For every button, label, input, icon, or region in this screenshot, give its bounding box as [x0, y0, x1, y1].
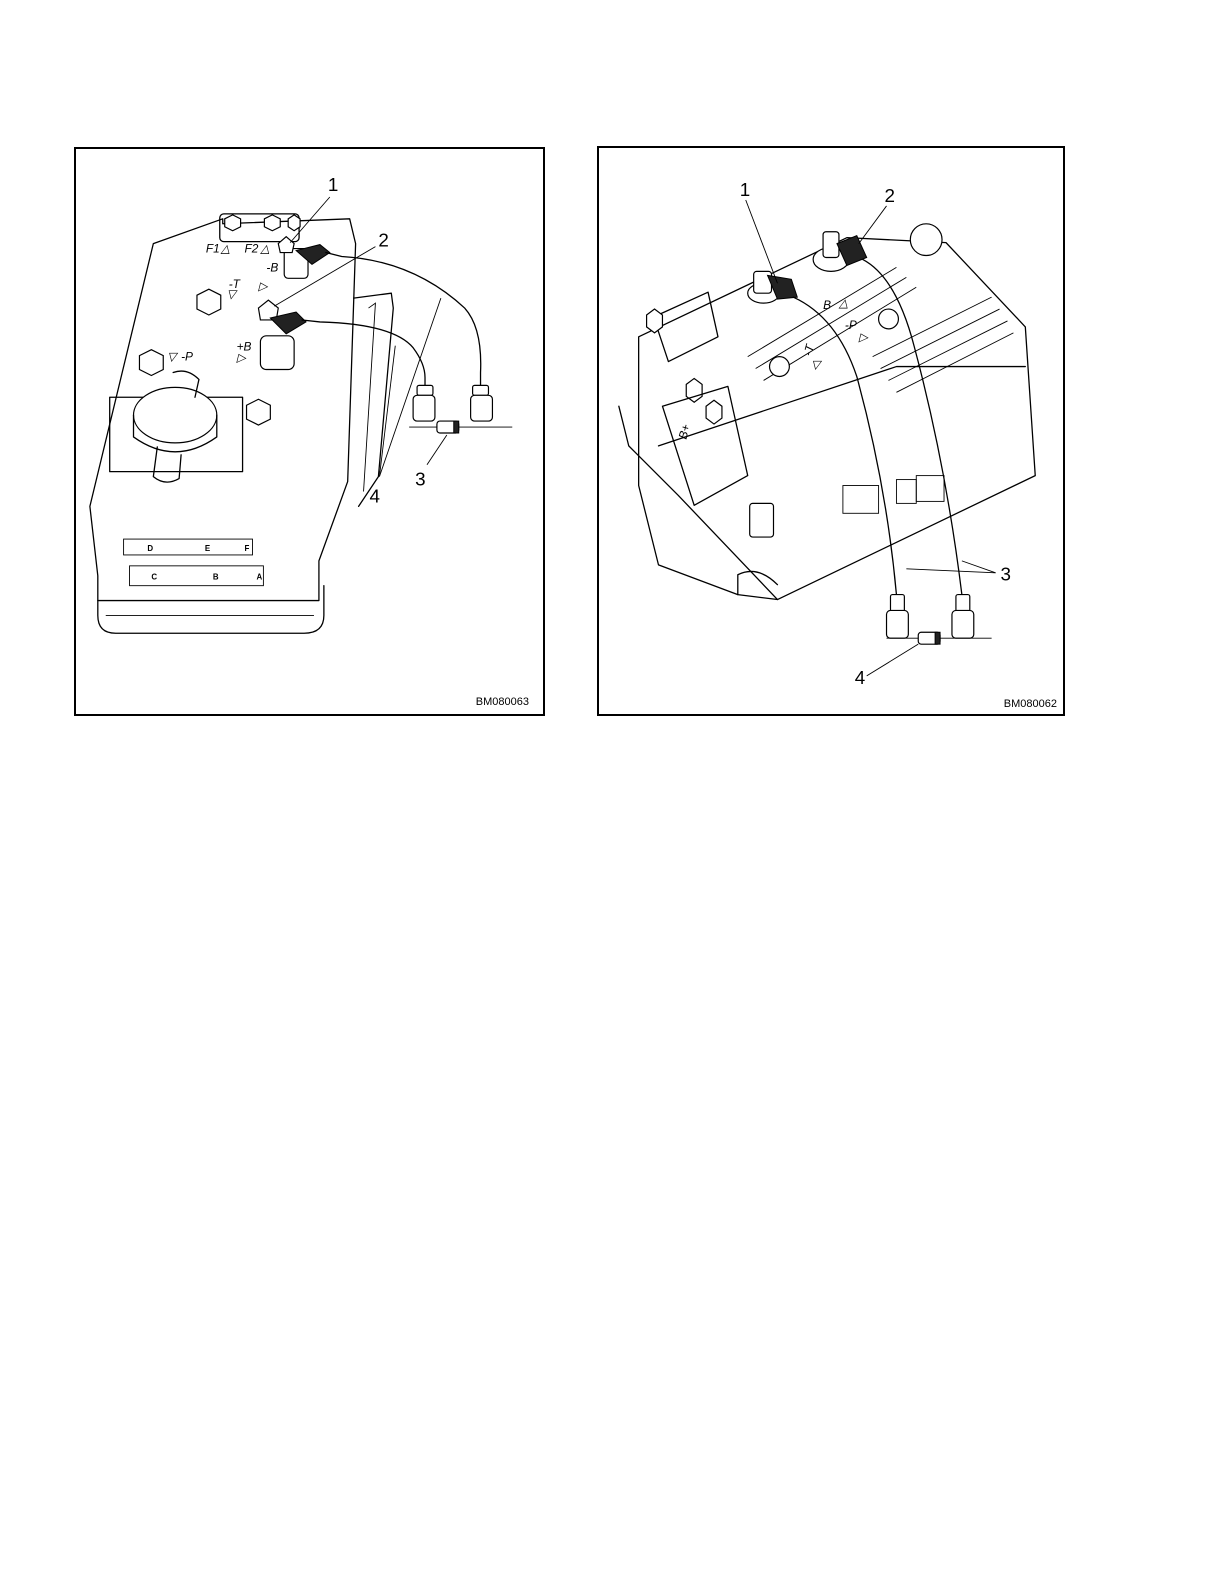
marking-f2: F2 [245, 242, 259, 256]
controller-housing [90, 219, 356, 601]
callout-1: 1 [740, 179, 750, 200]
triangle-marking-icon: △ [838, 296, 848, 310]
terminal-post-1 [748, 271, 798, 303]
controller-top-view-illustration: F1 △ F2 △ -B -T ▽ ▷ +B ▷ ▽ -P [76, 149, 543, 714]
triangle-marking-icon: ▷ [236, 351, 247, 365]
marking-neg-b: -B [266, 260, 278, 274]
triangle-marking-icon: ▷ [858, 330, 869, 344]
diagram-figure-left: F1 △ F2 △ -B -T ▽ ▷ +B ▷ ▽ -P [74, 147, 545, 716]
triangle-marking-icon: ▽ [811, 358, 822, 372]
callout-3: 3 [1001, 564, 1011, 585]
triangle-marking-icon: ▷ [257, 279, 268, 293]
triangle-marking-icon: △ [259, 242, 269, 256]
diode-icon [409, 421, 512, 433]
connector-block [843, 476, 944, 514]
marking-f1: F1 [206, 242, 220, 256]
marking-neg-p: -P [181, 350, 193, 364]
small-connector [750, 503, 774, 537]
callout-4: 4 [369, 485, 379, 506]
callout-1: 1 [328, 174, 338, 195]
connector-label-f: F [245, 544, 250, 553]
connector-label-e: E [205, 544, 210, 553]
connector-label-b: B [213, 573, 219, 582]
callout-4: 4 [855, 667, 865, 688]
terminal-post-neg-b [278, 237, 330, 279]
connector-label-c: C [151, 573, 157, 582]
terminal-post-pos-b [258, 300, 306, 369]
figure-id: BM080062 [1004, 698, 1057, 710]
test-lead-1 [326, 253, 481, 386]
callout-2: 2 [378, 230, 388, 251]
marking-b-plus: B+ [676, 423, 693, 441]
connector-label-d: D [147, 544, 153, 553]
triangle-marking-icon: ▽ [167, 350, 178, 364]
round-cap [134, 387, 217, 443]
marking-neg-p: -P [845, 318, 857, 332]
triangle-marking-icon: △ [220, 242, 230, 256]
test-lead-2 [863, 259, 962, 594]
marking-b: B [823, 298, 831, 312]
diagram-figure-right: B △ -P ▷ -T ▽ B+ 1 2 3 4 BM080062 [597, 146, 1065, 716]
figure-id: BM080063 [476, 696, 529, 708]
controller-isometric-illustration: B △ -P ▷ -T ▽ B+ 1 2 3 4 [599, 148, 1063, 714]
bolt-icon [647, 309, 722, 424]
connector-block [124, 539, 264, 586]
callout-2: 2 [885, 185, 895, 206]
controller-housing [639, 238, 1036, 600]
controller-base-flange [98, 586, 324, 634]
marking-neg-t: -T [801, 342, 818, 357]
test-lead-2 [302, 320, 425, 385]
connector-label-a: A [256, 573, 262, 582]
test-probe [413, 385, 492, 421]
round-indicator [910, 224, 942, 256]
side-plate [654, 292, 718, 361]
callout-3: 3 [415, 469, 425, 490]
terminal-block [662, 386, 747, 505]
